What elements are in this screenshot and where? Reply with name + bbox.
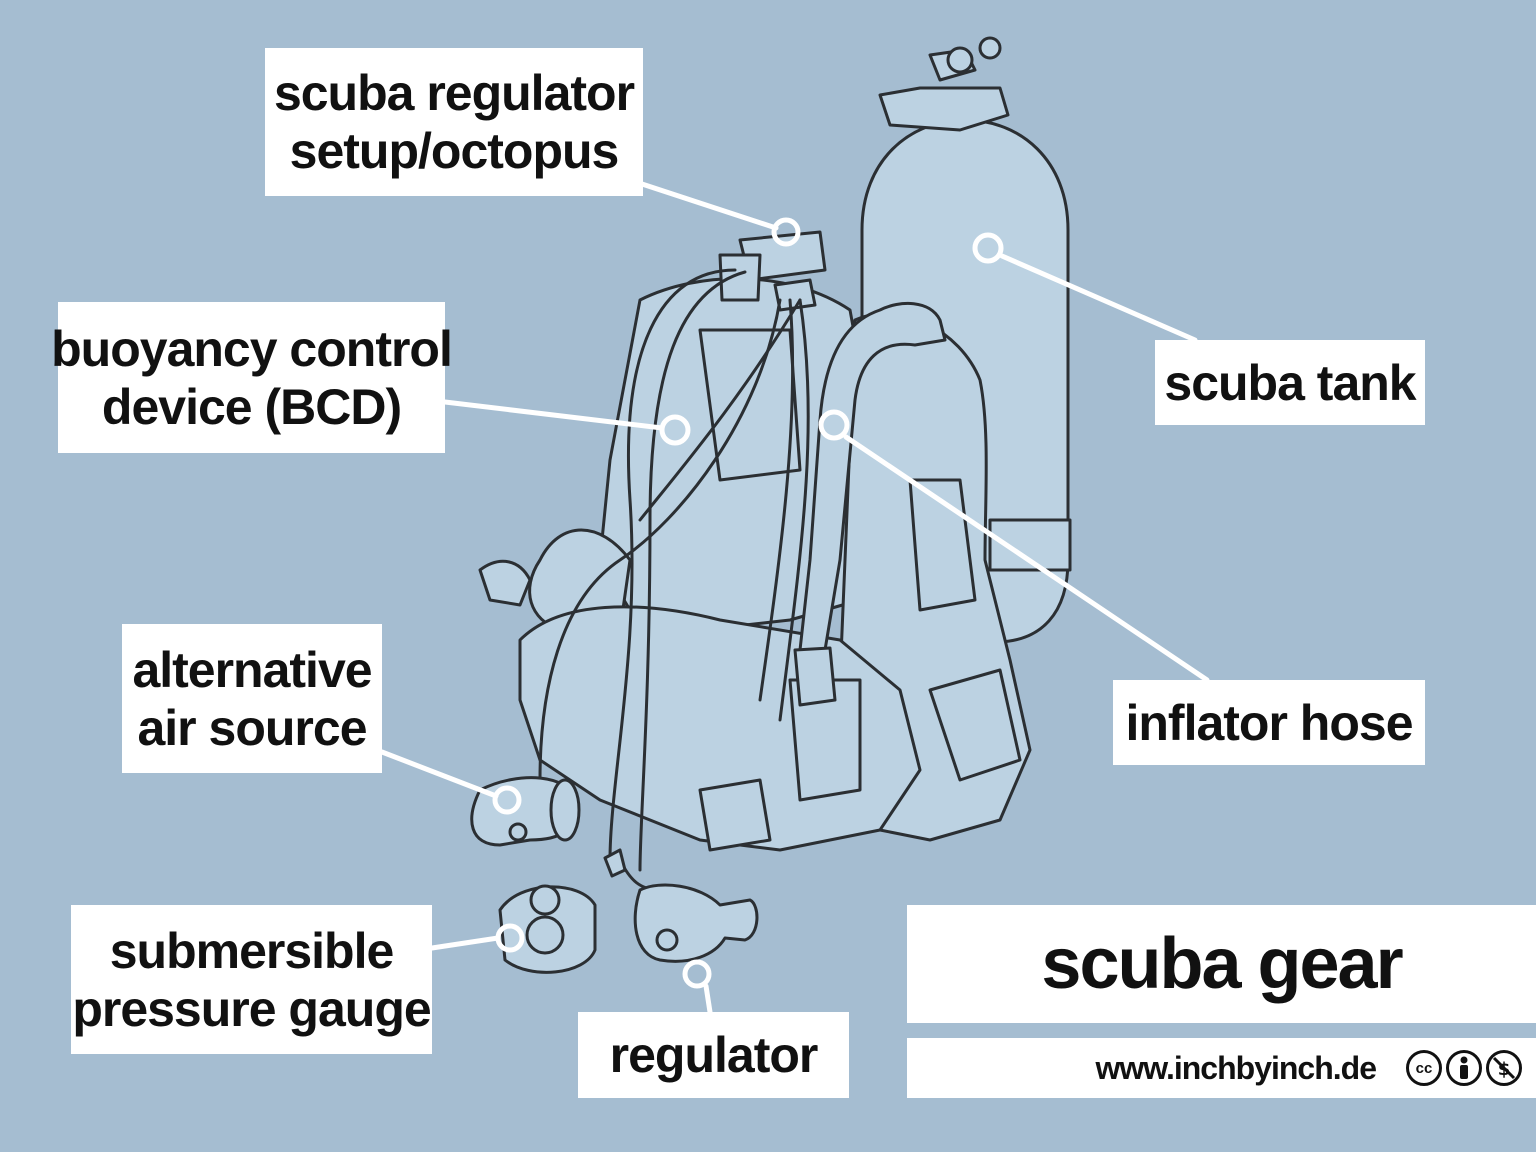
footer-url: www.inchbyinch.de	[1095, 1050, 1376, 1087]
alternative-air-source-drawing	[472, 778, 579, 845]
label-regulator-setup: scuba regulator setup/octopus	[265, 48, 643, 196]
label-regulator-line1: regulator	[610, 1026, 818, 1084]
label-regulator-setup-line1: scuba regulator	[274, 64, 634, 122]
callout-circle-regulator	[685, 962, 709, 986]
footer: www.inchbyinch.de cc $	[907, 1038, 1536, 1098]
noncommercial-icon: $	[1486, 1050, 1522, 1086]
label-tank-line1: scuba tank	[1164, 354, 1415, 412]
label-inflator-line1: inflator hose	[1125, 694, 1412, 752]
leader-line-gauge	[432, 938, 498, 948]
attribution-icon	[1446, 1050, 1482, 1086]
label-regulator-setup-line2: setup/octopus	[290, 122, 619, 180]
page-title: scuba gear	[907, 905, 1536, 1023]
bcd-drawing	[480, 279, 1030, 850]
label-bcd-line1: buoyancy control	[51, 320, 452, 378]
leader-line-octopus	[642, 184, 776, 228]
label-pressure-gauge: submersible pressure gauge	[71, 905, 432, 1054]
label-bcd: buoyancy control device (BCD)	[58, 302, 445, 453]
label-scuba-tank: scuba tank	[1155, 340, 1425, 425]
cc-icon-text: cc	[1416, 1060, 1433, 1077]
label-alt-air-line1: alternative	[132, 641, 371, 699]
label-regulator: regulator	[578, 1012, 849, 1098]
pressure-gauge-drawing	[500, 850, 625, 972]
label-gauge-line2: pressure gauge	[72, 980, 430, 1038]
label-alt-air-line2: air source	[137, 699, 366, 757]
label-alternative-air-source: alternative air source	[122, 624, 382, 773]
leader-line-regulator	[706, 986, 710, 1012]
label-gauge-line1: submersible	[110, 922, 394, 980]
regulator-drawing	[635, 885, 757, 961]
page-title-text: scuba gear	[1041, 924, 1401, 1004]
license-badges: cc $	[1406, 1050, 1522, 1086]
cc-icon: cc	[1406, 1050, 1442, 1086]
label-inflator-hose: inflator hose	[1113, 680, 1425, 765]
label-bcd-line2: device (BCD)	[102, 378, 401, 436]
leader-line-alt-air	[382, 752, 496, 796]
